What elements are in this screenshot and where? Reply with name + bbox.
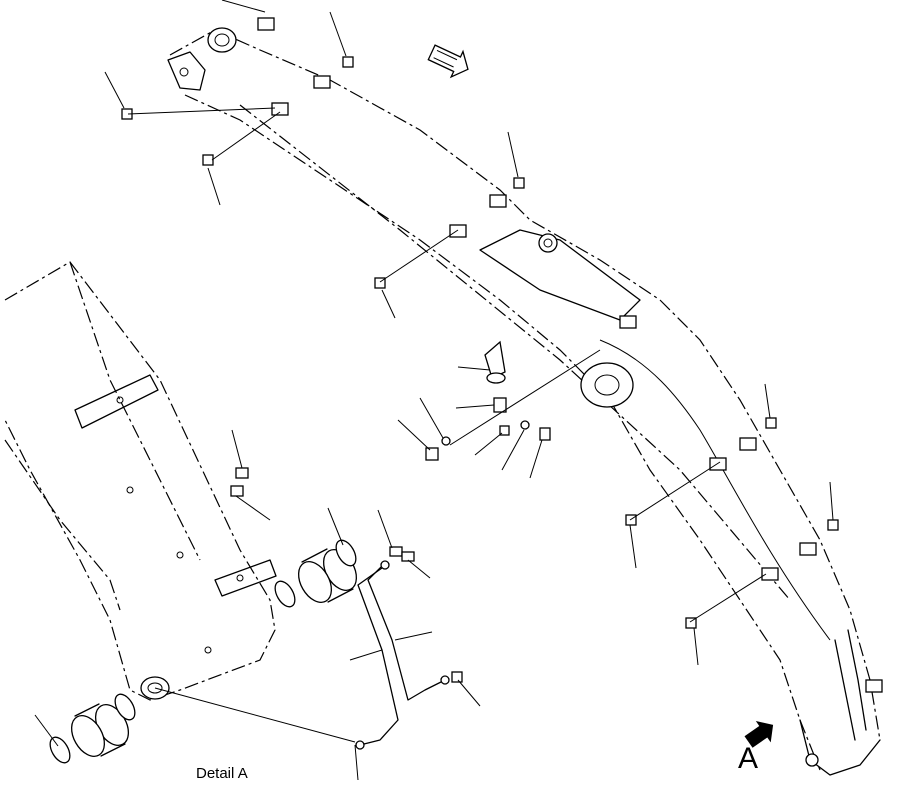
cap xyxy=(685,617,697,629)
loose-parts xyxy=(49,56,839,764)
clip-ring xyxy=(486,372,506,384)
o-ring xyxy=(335,539,357,567)
hydraulic-tube xyxy=(367,561,446,701)
boom-nose xyxy=(799,719,881,776)
clamp xyxy=(489,194,507,208)
clamp xyxy=(761,567,779,581)
fitting xyxy=(230,485,244,497)
fitting xyxy=(389,546,403,557)
arm-assembly xyxy=(4,261,277,701)
arm-clamp-plate xyxy=(74,374,159,429)
fitting xyxy=(235,467,249,479)
cap xyxy=(513,177,525,189)
o-ring xyxy=(274,580,296,608)
cap xyxy=(827,519,839,531)
clamp xyxy=(739,437,757,451)
clamp xyxy=(449,224,467,238)
detail-caption: Detail A xyxy=(196,765,248,782)
leader-lines xyxy=(34,0,834,781)
bracket-pin xyxy=(538,233,558,253)
clamp xyxy=(799,542,817,556)
bushing xyxy=(297,548,358,603)
boom-hose xyxy=(599,339,831,641)
bolt xyxy=(539,427,551,441)
view-arrow-top xyxy=(427,44,469,79)
clamp xyxy=(709,457,727,471)
clamp xyxy=(619,315,637,329)
washer xyxy=(441,436,451,446)
spacer xyxy=(499,425,510,436)
cylinder-bracket xyxy=(479,229,641,321)
o-ring xyxy=(114,693,136,721)
o-ring xyxy=(49,736,71,764)
clamp xyxy=(257,17,275,31)
boom-foot-bracket xyxy=(167,51,206,91)
cap xyxy=(342,56,354,68)
boom-tube xyxy=(834,629,867,741)
bolt xyxy=(425,447,439,461)
fitting xyxy=(401,551,415,562)
clamp xyxy=(313,75,331,89)
cap xyxy=(765,417,777,429)
view-marker-label: A xyxy=(738,742,758,775)
bushing xyxy=(70,703,130,757)
arm-clamp-plate xyxy=(214,559,277,597)
cap xyxy=(625,514,637,526)
cap xyxy=(374,277,386,289)
view-arrow-a xyxy=(744,721,774,748)
clamp-half xyxy=(493,397,507,413)
boom-assembly xyxy=(167,17,883,776)
boom-foot-boss xyxy=(207,27,237,53)
cap xyxy=(202,154,214,166)
washer xyxy=(520,420,530,430)
fitting xyxy=(451,671,463,683)
clamp xyxy=(865,679,883,693)
hydraulic-tube xyxy=(357,567,399,746)
clamp xyxy=(271,102,289,116)
swivel-flange xyxy=(580,362,634,408)
